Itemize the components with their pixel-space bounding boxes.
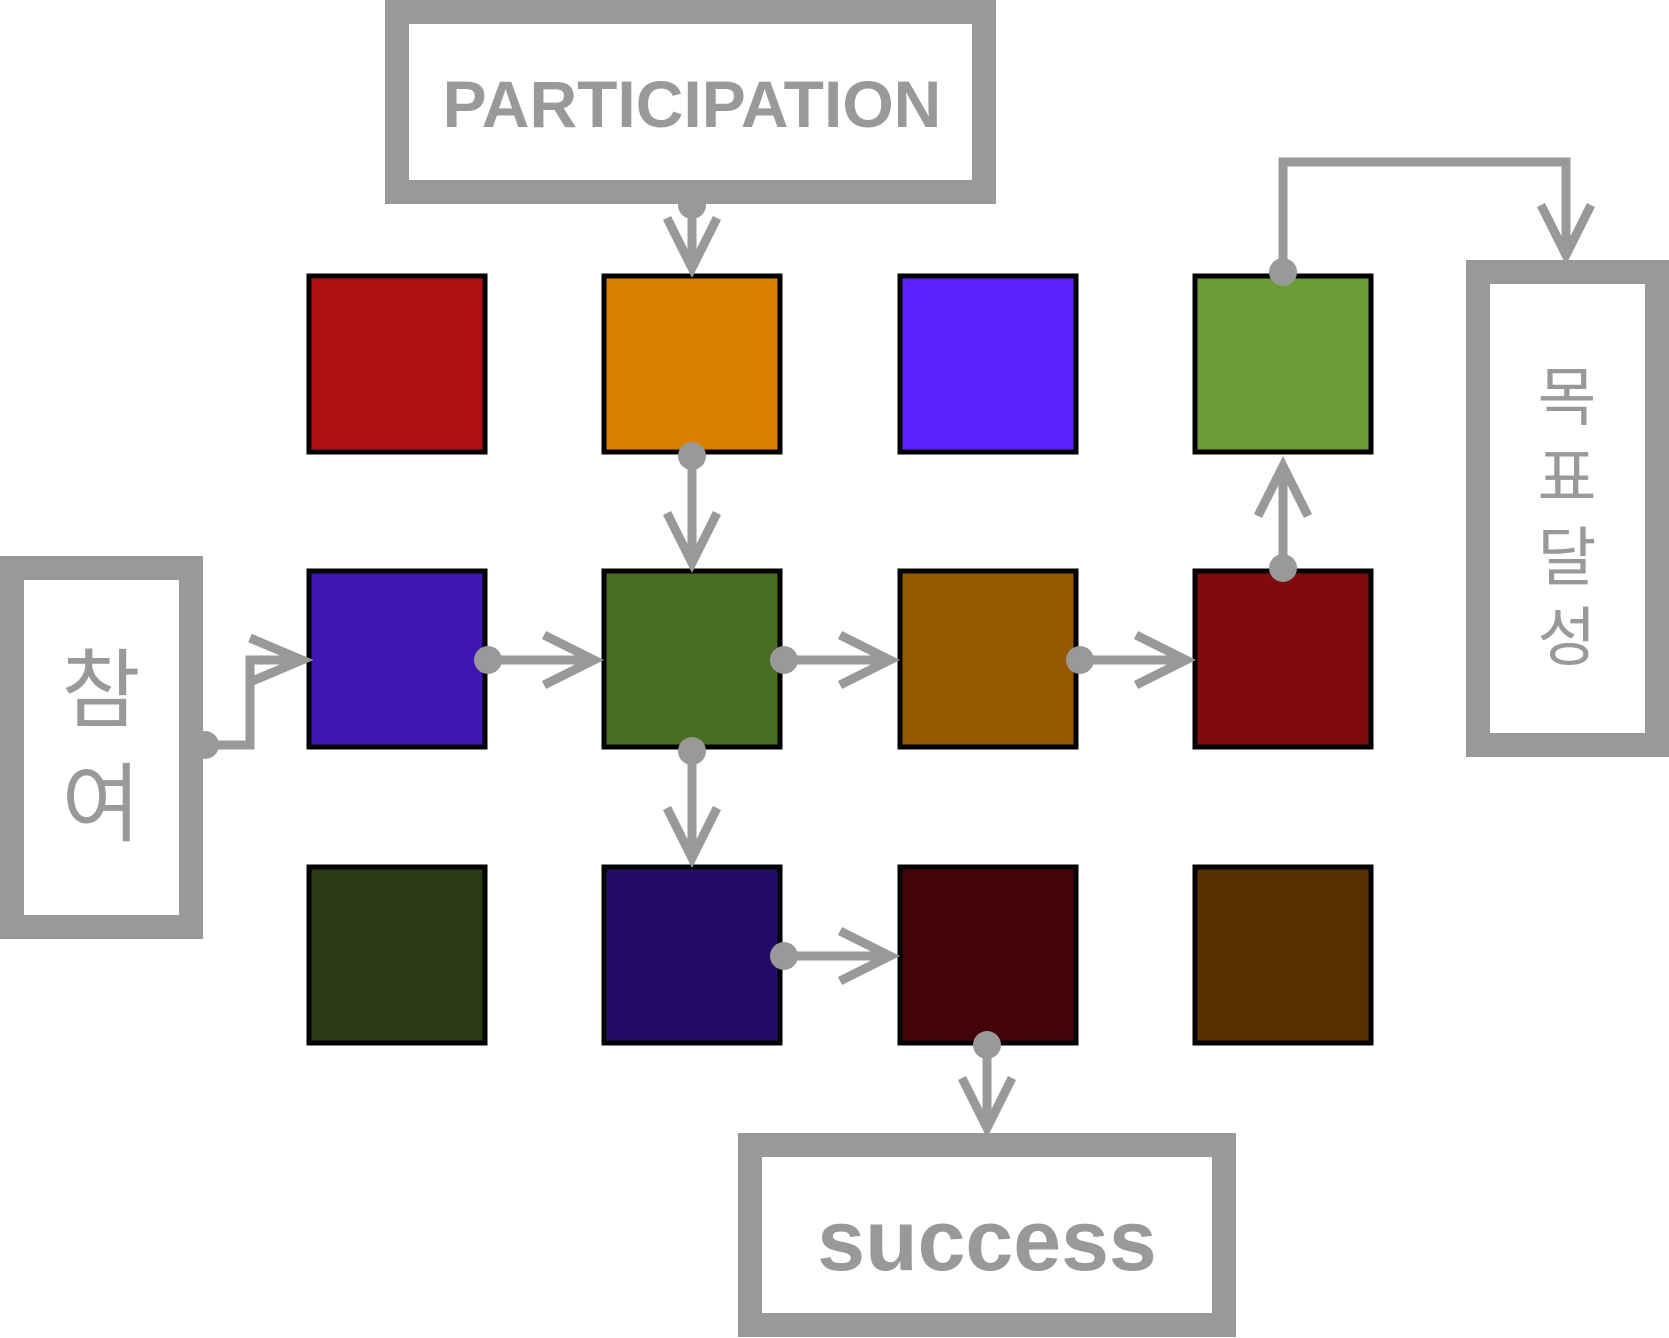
participation-label: PARTICIPATION <box>443 67 942 141</box>
color-box-r3c4 <box>1192 864 1374 1046</box>
arrow-participation-ko-to-r2c1 <box>205 633 314 750</box>
participation-box: PARTICIPATION <box>385 0 996 204</box>
dot-participation <box>678 191 706 219</box>
dot-r3c2-right <box>770 942 798 970</box>
arrow-r2c2-to-r3c2 <box>662 751 722 869</box>
participation-ko-char-2: 여 <box>61 755 140 855</box>
dot-r3c3-bottom <box>973 1031 1001 1059</box>
participation-ko-box: 참 여 <box>0 556 203 939</box>
color-box-r1c2 <box>601 273 783 455</box>
connectors <box>205 157 1596 1139</box>
arrow-r1c4-to-goal-ko <box>1278 157 1596 272</box>
goal-ko-box: 목 표 달 성 <box>1466 260 1669 757</box>
dot-r2c1-right <box>474 646 502 674</box>
goal-ko-char-2: 표 <box>1538 442 1597 516</box>
color-box-r2c4 <box>1192 568 1374 750</box>
dot-participation-ko <box>191 731 219 759</box>
arrow-r2c1-to-r2c2 <box>488 630 605 690</box>
goal-ko-char-3: 달 <box>1538 522 1597 596</box>
dot-r2c2-right <box>770 646 798 674</box>
dot-r2c4-top <box>1269 554 1297 582</box>
color-box-r2c2 <box>601 568 783 750</box>
arrow-r2c3-to-r2c4 <box>1080 630 1197 690</box>
dot-r1c2-bottom <box>678 442 706 470</box>
color-box-r1c4 <box>1192 273 1374 455</box>
color-box-r1c3 <box>897 273 1079 455</box>
color-box-r2c1 <box>306 568 488 750</box>
color-box-r3c2 <box>601 864 783 1046</box>
color-box-r2c3 <box>897 568 1079 750</box>
color-grid <box>306 273 1374 1046</box>
dot-r2c2-bottom <box>678 737 706 765</box>
arrow-r2c4-to-r1c4 <box>1253 455 1313 568</box>
arrow-r3c2-to-r3c3 <box>784 926 901 986</box>
success-label: success <box>817 1193 1157 1289</box>
participation-ko-char-1: 참 <box>61 641 140 741</box>
goal-ko-char-1: 목 <box>1538 362 1597 436</box>
color-box-r3c1 <box>306 864 488 1046</box>
connector-dots <box>191 191 1297 1059</box>
arrow-r2c2-to-r2c3 <box>784 630 901 690</box>
dot-r2c3-right <box>1066 646 1094 674</box>
success-box: success <box>738 1133 1236 1337</box>
color-box-r1c1 <box>306 273 488 455</box>
color-box-r3c3 <box>897 864 1079 1046</box>
goal-ko-char-4: 성 <box>1538 602 1597 676</box>
arrow-r1c2-to-r2c2 <box>662 456 722 574</box>
dot-r1c4-top <box>1269 258 1297 286</box>
